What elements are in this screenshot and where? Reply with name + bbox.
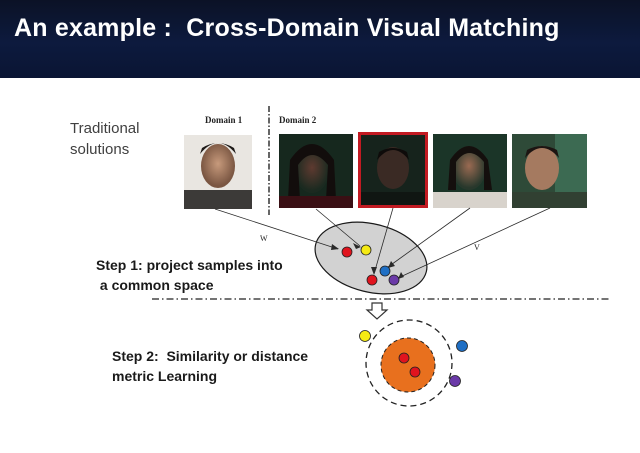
yellow-point — [361, 245, 371, 255]
projection-v-label: V — [474, 243, 480, 252]
step-1-text: Step 1: project samples into a common sp… — [96, 255, 283, 295]
common-space-ellipse — [307, 211, 434, 305]
face-image-domain-1 — [184, 135, 252, 209]
red-point — [399, 353, 409, 363]
blue-point — [380, 266, 390, 276]
projection-w-label: W — [260, 234, 268, 243]
step-1-line-2: a common space — [96, 275, 283, 295]
yellow-point — [360, 331, 371, 342]
blue-point — [457, 341, 468, 352]
step-1-line-1: Step 1: project samples into — [96, 255, 283, 275]
red-point — [410, 367, 420, 377]
purple-point — [450, 376, 461, 387]
similar-region-circle — [381, 338, 435, 392]
red-point — [342, 247, 352, 257]
purple-point — [389, 275, 399, 285]
step-2-text: Step 2: Similarity or distance metric Le… — [112, 346, 308, 386]
red-point — [367, 275, 377, 285]
face-image-domain-2-a — [279, 134, 353, 208]
down-arrow-icon — [367, 303, 387, 319]
face-image-domain-2-b — [358, 132, 428, 208]
face-image-domain-2-c — [433, 134, 507, 208]
step-2-line-2: metric Learning — [112, 366, 308, 386]
face-image-domain-2-d — [512, 134, 587, 208]
step-2-line-1: Step 2: Similarity or distance — [112, 346, 308, 366]
